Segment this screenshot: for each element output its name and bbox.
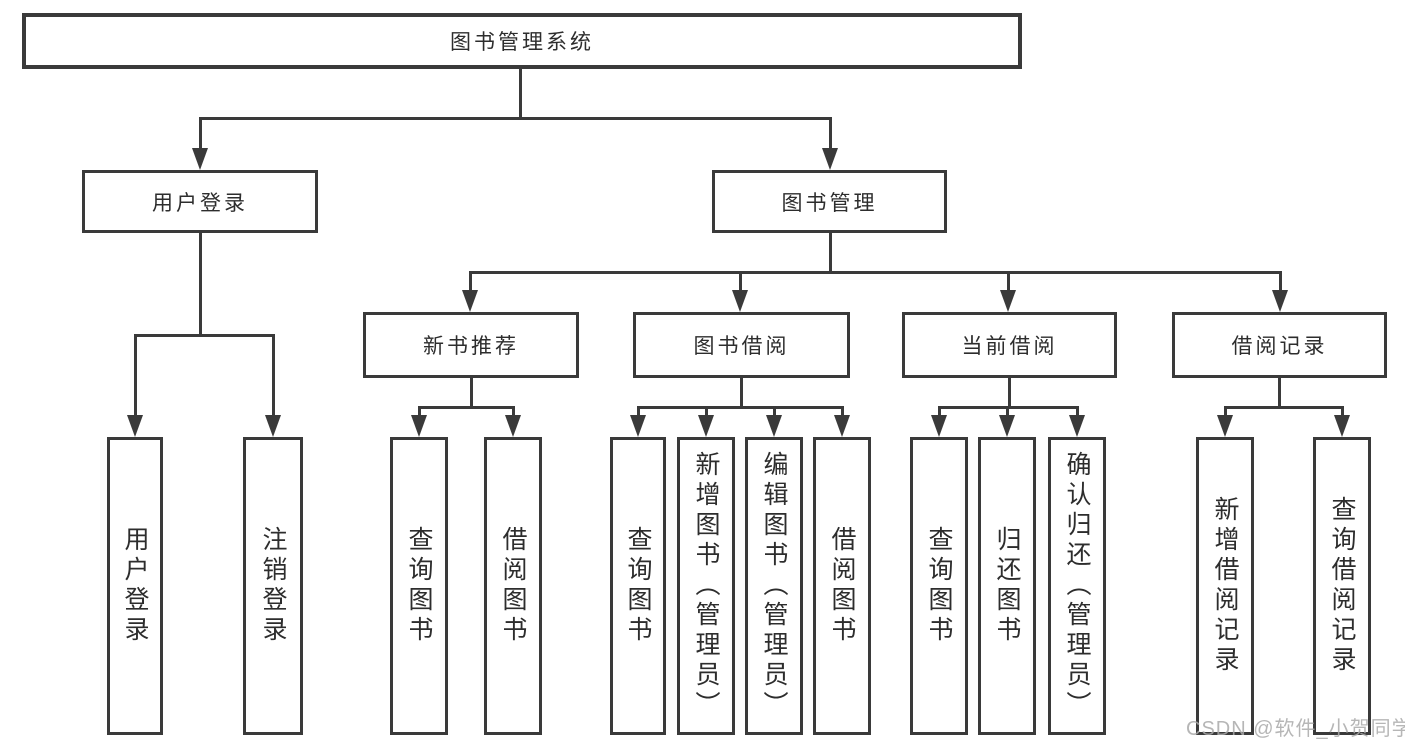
arrowhead-down-icon	[834, 415, 850, 437]
connector-drop-leaf-logout	[272, 334, 275, 418]
arrowhead-down-icon	[999, 415, 1015, 437]
connector-drop-user-login	[199, 117, 202, 150]
leaf-borrow-add-book-admin: 新增图书（管理员）	[677, 437, 735, 735]
leaf-current-confirm-return-admin: 确认归还（管理员）	[1048, 437, 1106, 735]
connector-drop-book-management	[829, 117, 832, 150]
connector-root-bar	[199, 117, 832, 120]
node-user-login: 用户登录	[82, 170, 318, 233]
leaf-borrow-edit-book-admin: 编辑图书（管理员）	[745, 437, 803, 735]
arrowhead-down-icon	[265, 415, 281, 437]
connector-drop-recommend-query	[418, 406, 421, 418]
arrowhead-down-icon	[822, 148, 838, 170]
leaf-records-add-record: 新增借阅记录	[1196, 437, 1254, 735]
leaf-recommend-query-book: 查询图书	[390, 437, 448, 735]
leaf-user-login: 用户登录	[107, 437, 163, 735]
node-current-borrow: 当前借阅	[902, 312, 1117, 378]
connector-drop-bb-query	[637, 406, 640, 418]
arrowhead-down-icon	[505, 415, 521, 437]
connector-drop-recommend-borrow	[512, 406, 515, 418]
connector-records-bar	[1224, 406, 1344, 409]
arrowhead-down-icon	[192, 148, 208, 170]
leaf-borrow-query-book: 查询图书	[610, 437, 666, 735]
leaf-current-return-book: 归还图书	[978, 437, 1036, 735]
arrowhead-down-icon	[1000, 290, 1016, 312]
connector-current-borrow-stem	[1008, 378, 1011, 409]
node-new-book-recommend: 新书推荐	[363, 312, 579, 378]
connector-drop-borrow-records	[1279, 271, 1282, 293]
leaf-logout: 注销登录	[243, 437, 303, 735]
connector-book-management-bar	[469, 271, 1282, 274]
connector-records-stem	[1278, 378, 1281, 409]
arrowhead-down-icon	[931, 415, 947, 437]
node-book-borrow: 图书借阅	[633, 312, 850, 378]
arrowhead-down-icon	[732, 290, 748, 312]
arrowhead-down-icon	[1272, 290, 1288, 312]
leaf-borrow-borrow-book: 借阅图书	[813, 437, 871, 735]
connector-book-management-stem	[829, 233, 832, 274]
arrowhead-down-icon	[1217, 415, 1233, 437]
connector-drop-book-borrow	[739, 271, 742, 293]
connector-user-login-bar	[134, 334, 275, 337]
node-borrow-records: 借阅记录	[1172, 312, 1387, 378]
connector-drop-bb-edit	[773, 406, 776, 418]
leaf-current-query-book: 查询图书	[910, 437, 968, 735]
arrowhead-down-icon	[630, 415, 646, 437]
arrowhead-down-icon	[766, 415, 782, 437]
arrowhead-down-icon	[411, 415, 427, 437]
connector-drop-br-query	[1341, 406, 1344, 418]
connector-drop-cb-return	[1006, 406, 1009, 418]
leaf-records-query-record: 查询借阅记录	[1313, 437, 1371, 735]
connector-book-borrow-bar	[637, 406, 843, 409]
connector-drop-leaf-user-login	[134, 334, 137, 418]
node-library-management-system: 图书管理系统	[22, 13, 1022, 69]
connector-drop-bb-borrow	[841, 406, 844, 418]
connector-root-stem	[519, 66, 522, 120]
connector-recommend-bar	[418, 406, 515, 409]
connector-recommend-stem	[470, 378, 473, 409]
arrowhead-down-icon	[127, 415, 143, 437]
connector-drop-cb-query	[938, 406, 941, 418]
connector-drop-current-borrow	[1007, 271, 1010, 293]
connector-drop-bb-add	[705, 406, 708, 418]
arrowhead-down-icon	[462, 290, 478, 312]
arrowhead-down-icon	[1069, 415, 1085, 437]
leaf-recommend-borrow-book: 借阅图书	[484, 437, 542, 735]
connector-drop-br-add	[1224, 406, 1227, 418]
arrowhead-down-icon	[1334, 415, 1350, 437]
connector-drop-cb-confirm	[1076, 406, 1079, 418]
connector-user-login-stem	[199, 233, 202, 337]
node-book-management: 图书管理	[712, 170, 947, 233]
arrowhead-down-icon	[698, 415, 714, 437]
connector-book-borrow-stem	[740, 378, 743, 409]
csdn-watermark: CSDN @软件_小贺同学	[1186, 718, 1405, 740]
connector-drop-new-book-recommend	[469, 271, 472, 293]
